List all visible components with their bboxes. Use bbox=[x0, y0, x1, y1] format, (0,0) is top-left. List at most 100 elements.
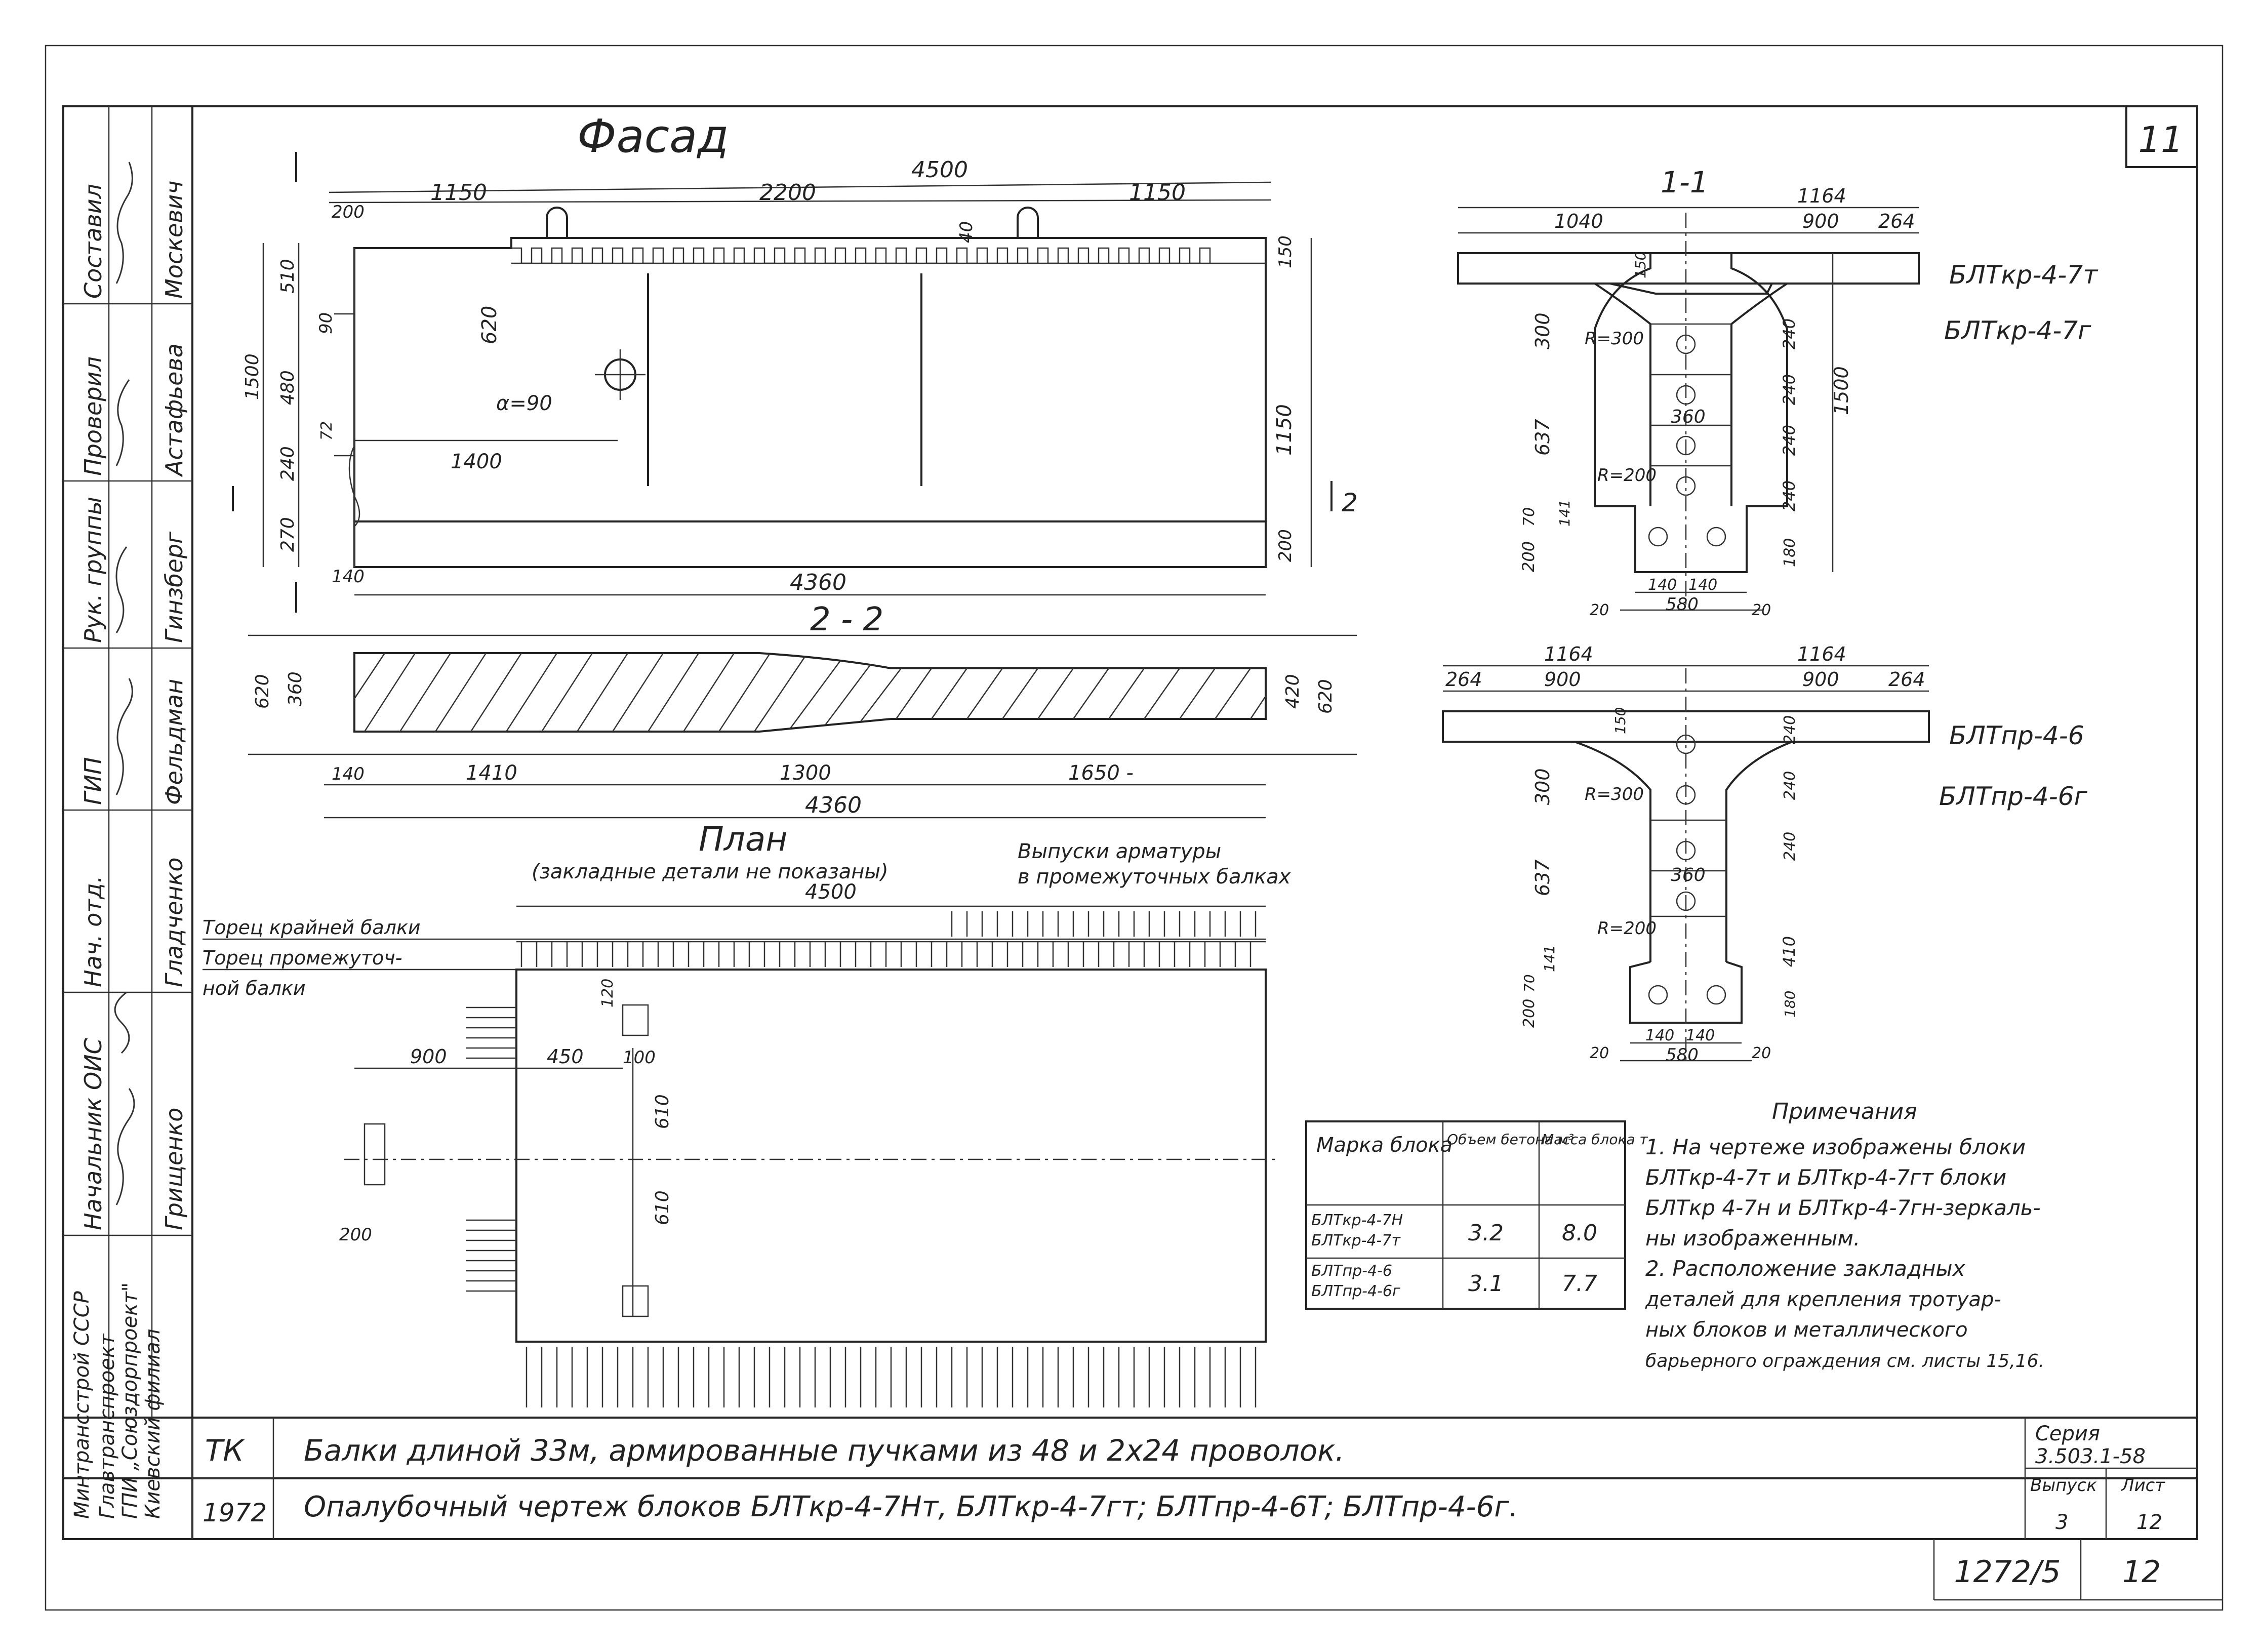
plan-label-3: ной балки bbox=[203, 977, 306, 999]
sheet-value: 12 bbox=[2136, 1511, 2162, 1534]
note-line-6: деталей для крепления тротуар- bbox=[1645, 1288, 2001, 1311]
sb-dim-20b: 20 bbox=[1752, 1044, 1771, 1062]
sb-v-180: 180 bbox=[1782, 991, 1798, 1018]
section-2-2: 2 - 2 140 1410 1300 1650 - 4360 620 bbox=[248, 601, 1357, 819]
stamp-org-1: Минтрансстрой СССР bbox=[70, 1291, 94, 1519]
table-row1-mark1: БЛТкр-4-7Н bbox=[1311, 1212, 1403, 1229]
s11-v-200: 200 bbox=[1519, 541, 1538, 572]
series-value: 3.503.1-58 bbox=[2035, 1445, 2146, 1468]
note-line-8: барьерного ограждения см. листы 15,16. bbox=[1645, 1351, 2044, 1372]
stamp-role-5: Нач. отд. bbox=[79, 875, 107, 987]
table-row1-volume: 3.2 bbox=[1468, 1220, 1504, 1246]
stamp-name-1: Москевич bbox=[160, 181, 188, 299]
plan-note-1: Выпуски арматуры bbox=[1018, 840, 1221, 863]
sb-v-240a: 240 bbox=[1781, 715, 1799, 744]
stamp-org-2: Главтранспроект bbox=[96, 1333, 119, 1519]
s11-dim-1164: 1164 bbox=[1797, 185, 1846, 207]
sb-v-300: 300 bbox=[1531, 768, 1554, 805]
signatures bbox=[114, 162, 135, 1205]
sb-v-240b: 240 bbox=[1781, 771, 1799, 800]
table-header-mark: Марка блока bbox=[1316, 1134, 1452, 1157]
sb-r-200: R=200 bbox=[1597, 918, 1657, 939]
plan-dim-900: 900 bbox=[410, 1045, 447, 1068]
facade-dim-mid: 2200 bbox=[759, 180, 816, 206]
s22-dim-1300: 1300 bbox=[780, 761, 831, 785]
facade-v-90: 90 bbox=[316, 312, 336, 334]
s11-v-240c: 240 bbox=[1780, 425, 1799, 456]
facade-dim-1150: 1150 bbox=[1273, 404, 1296, 456]
s22-dim-r420: 420 bbox=[1282, 674, 1303, 709]
sb-v-200: 200 bbox=[1520, 999, 1538, 1028]
facade-v-240: 240 bbox=[277, 446, 298, 481]
s22-dim-r620: 620 bbox=[1315, 679, 1336, 714]
table-row2-mark2: БЛТпр-4-6г bbox=[1311, 1282, 1400, 1300]
table-row2-mass: 7.7 bbox=[1562, 1271, 1597, 1297]
left-stamp: Составил Проверил Рук. группы ГИП Нач. о… bbox=[63, 106, 192, 1519]
sb-dim-140b: 140 bbox=[1686, 1027, 1715, 1044]
stamp-role-2: Проверил bbox=[79, 356, 107, 476]
plan-label-1: Торец крайней балки bbox=[203, 916, 421, 939]
s11-dim-140b: 140 bbox=[1688, 576, 1717, 594]
facade-dim-right: 1150 bbox=[1129, 180, 1186, 206]
facade-dim-90: α=90 bbox=[496, 392, 552, 415]
s11-block-a: БЛТкр-4-7т bbox=[1949, 260, 2098, 290]
facade-dim-200r: 200 bbox=[1275, 529, 1296, 562]
s11-block-b: БЛТкр-4-7г bbox=[1944, 316, 2091, 345]
stamp-name-4: Фельдман bbox=[160, 679, 188, 805]
facade-title: Фасад bbox=[577, 110, 729, 163]
sb-v-150: 150 bbox=[1612, 707, 1629, 734]
section22-title: 2 - 2 bbox=[810, 601, 883, 638]
sb-v-141: 141 bbox=[1541, 945, 1558, 972]
s11-dim-360: 360 bbox=[1671, 407, 1706, 427]
sheet-number-top: 11 bbox=[2138, 119, 2183, 160]
facade-dim-1400: 1400 bbox=[451, 450, 502, 473]
sb-dim-900a: 900 bbox=[1544, 668, 1581, 691]
s11-dim-900: 900 bbox=[1802, 210, 1839, 232]
facade-dim-620: 620 bbox=[478, 306, 501, 344]
s11-dim-1040: 1040 bbox=[1554, 210, 1603, 232]
facade-v-480: 480 bbox=[277, 370, 298, 405]
stamp-role-1: Составил bbox=[79, 184, 107, 299]
table-header-volume: Объем бетона м³ bbox=[1447, 1131, 1574, 1148]
table-header-mass: Масса блока т bbox=[1542, 1131, 1648, 1148]
sheet-label: Лист bbox=[2120, 1475, 2165, 1496]
plan-view: План (закладные детали не показаны) 4500… bbox=[203, 820, 1291, 1407]
stamp-role-3: Рук. группы bbox=[79, 497, 107, 643]
notes-title: Примечания bbox=[1772, 1099, 1917, 1124]
sb-dim-580: 580 bbox=[1666, 1045, 1699, 1065]
s22-dim-140: 140 bbox=[332, 764, 365, 784]
table-row2-mark1: БЛТпр-4-6 bbox=[1311, 1262, 1392, 1280]
s11-dim-140a: 140 bbox=[1648, 576, 1677, 594]
facade-dim-150: 150 bbox=[1275, 235, 1296, 268]
note-line-4: ны изображенным. bbox=[1645, 1226, 1860, 1251]
sb-dim-1164a: 1164 bbox=[1544, 643, 1593, 665]
facade-v-1500: 1500 bbox=[242, 353, 263, 400]
s11-dim-264: 264 bbox=[1878, 210, 1915, 232]
stamp-role-4: ГИП bbox=[79, 757, 107, 805]
facade-dim-total: 4500 bbox=[911, 157, 968, 183]
issue-label: Выпуск bbox=[2030, 1475, 2097, 1496]
s11-dim-150: 150 bbox=[1632, 252, 1649, 278]
s11-v-300: 300 bbox=[1531, 312, 1554, 349]
table-row2-volume: 3.1 bbox=[1468, 1271, 1504, 1297]
drawing-title-2: Опалубочный чертеж блоков БЛТкр-4-7Нт, Б… bbox=[304, 1490, 1518, 1523]
s22-dim-l360: 360 bbox=[285, 671, 306, 706]
plan-dim-450: 450 bbox=[547, 1045, 584, 1068]
table-row1-mark2: БЛТкр-4-7т bbox=[1311, 1232, 1401, 1250]
issue-value: 3 bbox=[2055, 1511, 2068, 1534]
sb-block-b: БЛТпр-4-6г bbox=[1939, 782, 2088, 811]
s11-v-1500: 1500 bbox=[1830, 366, 1852, 415]
stamp-org-4: Киевский филиал bbox=[141, 1329, 165, 1519]
stamp-name-3: Гинзберг bbox=[160, 531, 188, 643]
s11-v-637: 637 bbox=[1531, 419, 1554, 456]
plan-title: План bbox=[699, 820, 787, 859]
stamp-name-2: Астафьева bbox=[160, 343, 188, 477]
s11-dim-580: 580 bbox=[1666, 594, 1699, 615]
s11-v-180: 180 bbox=[1781, 538, 1799, 567]
s22-dim-1650: 1650 - bbox=[1068, 761, 1134, 785]
plan-total: 4500 bbox=[805, 880, 857, 904]
table-row1-mass: 8.0 bbox=[1562, 1220, 1597, 1246]
hatch-2-2 bbox=[353, 653, 1267, 732]
s11-v-70: 70 bbox=[1520, 507, 1538, 527]
